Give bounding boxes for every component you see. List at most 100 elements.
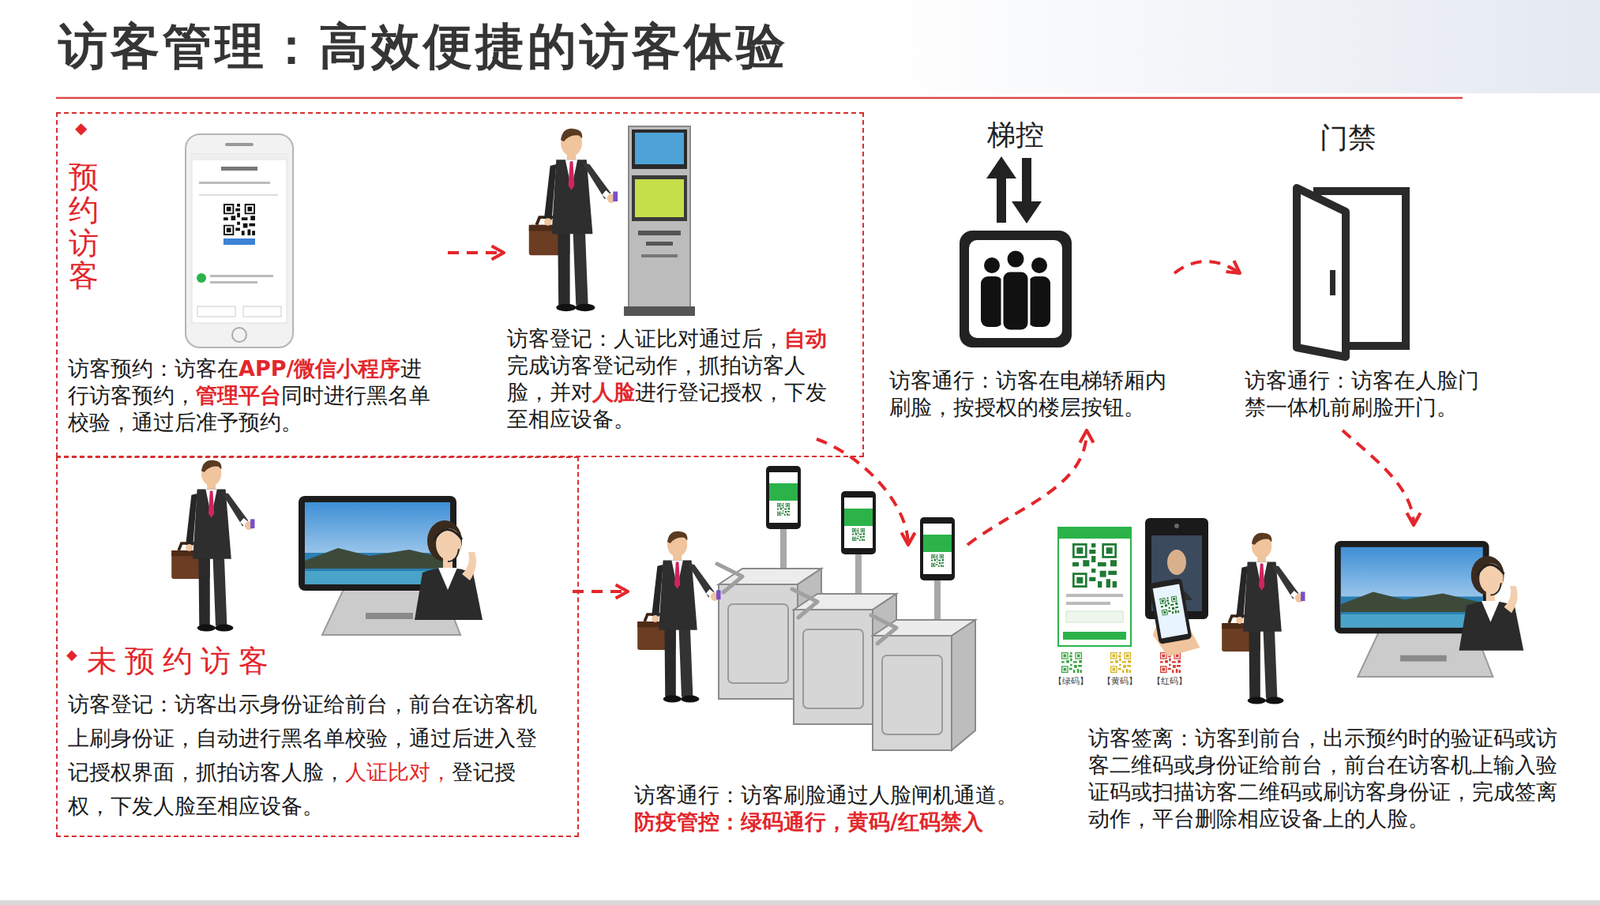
phone-app: [199, 181, 271, 185]
code-label: 【黄码】: [1102, 676, 1138, 687]
visitor-figure: [1221, 533, 1305, 705]
phone-app: [210, 274, 274, 278]
phone-app: [225, 142, 254, 147]
phone-in-hand: [1148, 578, 1192, 645]
kiosk-machine: [623, 306, 695, 316]
phone-in-hand: [1153, 583, 1189, 639]
dashed-group-box: 预约访客访客预约：访客在APP/微信小程序进行访客预约，管理平台同时进行黑名单校…: [56, 112, 864, 458]
kiosk-machine: [646, 241, 673, 246]
phone-app: [223, 238, 256, 245]
step-caption: 访客登记：访客出示身份证给前台，前台在访客机上刷身份证，自动进行黑名单校验，通过…: [67, 687, 545, 823]
dashed-flow-arrow: [967, 430, 1087, 545]
health-code-card: [1058, 527, 1131, 539]
code-label: 【绿码】: [1053, 676, 1089, 687]
highlight-span: 管理平台: [195, 383, 282, 408]
kiosk-machine: [631, 175, 688, 222]
elevator-icon: [1002, 270, 1030, 331]
background-band: [0, 0, 1600, 94]
group-heading: 未预约访客: [86, 643, 277, 680]
visitor-figure: [637, 531, 721, 703]
health-code-card: [1066, 593, 1124, 598]
receptionist-figure: [414, 520, 483, 620]
health-code-card: [1058, 527, 1131, 647]
health-code-card: [1061, 652, 1082, 673]
kiosk-machine: [638, 230, 681, 236]
elevator-icon: [959, 230, 1072, 348]
receptionist-figure: [414, 520, 483, 620]
phone-in-hand: [1159, 595, 1180, 616]
step-node: 门禁访客通行：访客在人脸门禁一体机前刷脸开门。: [1239, 114, 1491, 431]
bullet-diamond: ◆: [75, 118, 87, 138]
elevator-icon: [969, 240, 1063, 339]
elevator-icon: [996, 175, 1007, 223]
highlight-span: 人脸: [592, 379, 635, 405]
phone-app: [243, 306, 282, 317]
face-reader-device: [1167, 549, 1187, 575]
highlight-span: APP/微信小程序: [238, 356, 401, 381]
page-title: 访客管理：高效便捷的访客体验: [58, 17, 789, 76]
elevator-icon: [986, 156, 1017, 179]
step-node: 梯控访客通行：访客在电梯轿厢内刷脸，按授权的楼层按钮。: [882, 114, 1175, 431]
phone-app: [223, 203, 256, 236]
phone-app: [191, 153, 287, 161]
background-band: [0, 900, 1600, 905]
dashed-flow-arrow: [572, 589, 628, 594]
step-caption: 访客签离：访客到前台，出示预约时的验证码或访客二维码或身份证给前台，前台在访客机…: [1088, 724, 1570, 833]
kiosk-machine: [641, 254, 678, 258]
visitor-figure: [529, 128, 618, 312]
visitor-figure: [637, 531, 721, 703]
phone-app: [199, 194, 278, 196]
elevator-icon: [984, 257, 1000, 274]
step-node: 访客预约：访客在APP/微信小程序进行访客预约，管理平台同时进行黑名单校验，通过…: [67, 133, 448, 450]
kiosk-machine: [634, 179, 684, 218]
door-icon: [1296, 187, 1346, 357]
phone-app: [191, 153, 287, 324]
step-node: 访客通行：访客刷脸通过人脸闸机通道。防疫管控：绿码通行，黄码/红码禁入: [627, 544, 1058, 842]
background-band: [56, 97, 1463, 100]
kiosk-machine: [628, 126, 691, 310]
face-reader-device: [1145, 518, 1209, 650]
health-code-card: [1066, 611, 1124, 623]
visitor-figure: [171, 460, 255, 632]
step-caption: 访客通行：访客在电梯轿厢内刷脸，按授权的楼层按钮。: [889, 367, 1170, 421]
phone-app: [232, 327, 247, 342]
face-reader-device: [1174, 523, 1180, 529]
warning-caption: 防疫管控：绿码通行，黄码/红码禁入: [634, 808, 1053, 836]
visitor-figure: [529, 128, 618, 312]
phone-app: [185, 134, 293, 348]
visitor-figure: [171, 460, 255, 632]
dashed-flow-arrow: [816, 439, 909, 545]
elevator-icon: [1031, 257, 1048, 274]
phone-in-hand: [1144, 576, 1202, 658]
turnstile-gate: [871, 517, 976, 751]
health-code-card: [1066, 601, 1111, 605]
dashed-group-box: 未预约访客访客登记：访客出示身份证给前台，前台在访客机上刷身份证，自动进行黑名单…: [56, 456, 579, 838]
step-node: 访客登记：人证比对通过后，自动完成访客登记动作，抓拍访客人脸，并对人脸进行登记授…: [503, 121, 856, 440]
highlight-span: 自动: [784, 326, 827, 351]
dashed-flow-arrow: [447, 251, 504, 255]
health-code-card: [1072, 543, 1117, 588]
code-label: 【红码】: [1152, 676, 1187, 687]
turnstile-gate: [717, 465, 976, 751]
dashed-flow-arrow: [1174, 261, 1240, 274]
phone-app: [185, 134, 293, 348]
visitor-figure: [1221, 533, 1305, 705]
group-heading: 预约访客: [68, 161, 99, 293]
step-caption: 访客预约：访客在APP/微信小程序进行访客预约，管理平台同时进行黑名单校验，通过…: [67, 355, 444, 436]
elevator-icon: [1028, 276, 1051, 327]
dashed-flow-arrow: [1342, 430, 1414, 526]
kiosk-machine: [634, 132, 684, 165]
door-icon: [1329, 270, 1336, 296]
phone-app: [197, 306, 236, 317]
elevator-icon: [959, 156, 1072, 348]
health-code-card: [1110, 652, 1131, 673]
step-heading: 梯控: [984, 117, 1048, 152]
step-caption: 访客登记：人证比对通过后，自动完成访客登记动作，抓拍访客人脸，并对人脸进行登记授…: [507, 325, 839, 433]
health-code-card: [1062, 631, 1127, 640]
elevator-icon: [1006, 249, 1026, 269]
receptionist-figure: [1459, 555, 1525, 651]
kiosk-machine: [631, 129, 688, 170]
step-caption: 访客通行：访客刷脸通过人脸闸机通道。: [634, 781, 1053, 809]
step-caption: 访客通行：访客在人脸门禁一体机前刷脸开门。: [1244, 367, 1486, 421]
